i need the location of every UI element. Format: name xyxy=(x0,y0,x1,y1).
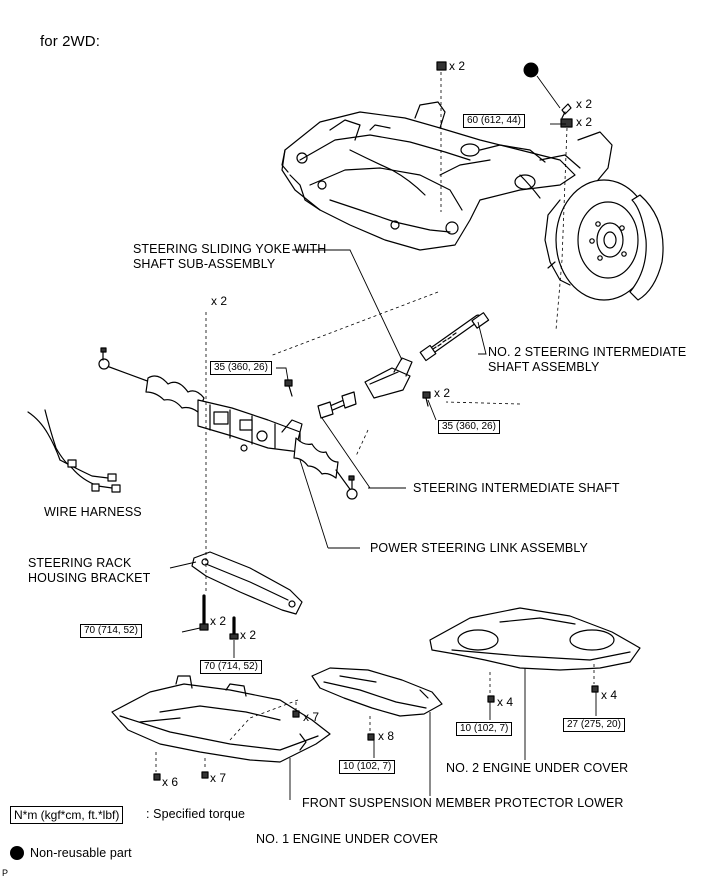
rack-housing-bracket-part xyxy=(191,551,303,615)
power-steering-link-part xyxy=(98,347,358,500)
bolt-35b xyxy=(422,391,431,407)
qty-cover2-bolts-a: x 4 xyxy=(497,695,514,709)
qty-castle-nut: x 2 xyxy=(576,115,593,129)
wire-harness-part xyxy=(27,409,121,493)
qty-top-nut: x 2 xyxy=(449,59,466,73)
assembly-dashed-lines xyxy=(155,72,595,772)
torque-box-10b: 10 (102, 7) xyxy=(339,760,396,774)
qty-rack-nut: x 2 xyxy=(211,294,228,308)
footer-code: P xyxy=(2,868,9,878)
legend-torque-box: N*m (kgf*cm, ft.*lbf) xyxy=(10,806,124,824)
legend-torque-text: : Specified torque xyxy=(146,807,246,821)
torque-box-35b: 35 (360, 26) xyxy=(438,420,500,434)
label-rack-bracket-line2: HOUSING BRACKET xyxy=(28,571,151,585)
bolt-35a xyxy=(284,379,293,397)
label-no2-intermediate-line1: NO. 2 STEERING INTERMEDIATE xyxy=(488,345,687,359)
wheel-hub-assembly xyxy=(544,131,664,301)
legend-non-reusable-text: Non-reusable part xyxy=(30,846,132,860)
variant-heading: for 2WD: xyxy=(40,33,100,50)
torque-box-70a: 70 (714, 52) xyxy=(80,624,142,638)
torque-box-70b: 70 (714, 52) xyxy=(200,660,262,674)
cotter-pin xyxy=(561,103,572,119)
non-reusable-marker-icon xyxy=(523,62,539,78)
sliding-yoke-part xyxy=(364,357,413,399)
label-sliding-yoke-line2: SHAFT SUB-ASSEMBLY xyxy=(133,257,276,271)
qty-bolt-70b: x 2 xyxy=(240,628,257,642)
qty-protector-bolts: x 8 xyxy=(378,729,395,743)
no1-engine-under-cover-part xyxy=(111,675,331,763)
label-rack-bracket-line1: STEERING RACK xyxy=(28,556,132,570)
label-sliding-yoke-line1: STEERING SLIDING YOKE WITH xyxy=(133,242,327,256)
front-suspension-crossmember xyxy=(281,101,581,251)
protector-lower-part xyxy=(311,667,443,717)
qty-cotter-pin: x 2 xyxy=(576,97,593,111)
qty-bolt-70a: x 2 xyxy=(210,614,227,628)
bolt-70b xyxy=(229,616,239,640)
label-wire-harness: WIRE HARNESS xyxy=(44,505,142,519)
intermediate-shaft-part xyxy=(317,391,357,419)
legend-non-reusable-icon xyxy=(10,846,24,860)
top-nut-x2 xyxy=(436,61,447,71)
label-no1-engine-under-cover: NO. 1 ENGINE UNDER COVER xyxy=(256,832,439,846)
no2-engine-under-cover-part xyxy=(429,607,641,671)
label-no2-intermediate-line2: SHAFT ASSEMBLY xyxy=(488,360,600,374)
torque-box-60: 60 (612, 44) xyxy=(463,114,525,128)
qty-cover1-bolts-7a: x 7 xyxy=(303,710,320,724)
torque-box-35a: 35 (360, 26) xyxy=(210,361,272,375)
label-no2-engine-under-cover: NO. 2 ENGINE UNDER COVER xyxy=(446,761,629,775)
label-power-steering-link: POWER STEERING LINK ASSEMBLY xyxy=(370,541,588,555)
cover-bolts xyxy=(153,685,599,781)
no2-intermediate-shaft-part xyxy=(419,312,490,362)
qty-cover1-bolts-6: x 6 xyxy=(162,775,179,789)
qty-cover1-bolts-7b: x 7 xyxy=(210,771,227,785)
castle-nut-60 xyxy=(560,118,573,128)
label-intermediate-shaft: STEERING INTERMEDIATE SHAFT xyxy=(413,481,620,495)
torque-box-10a: 10 (102, 7) xyxy=(456,722,513,736)
bolt-70a xyxy=(199,594,209,631)
leader-lines xyxy=(169,123,597,800)
qty-bolt-35b: x 2 xyxy=(434,386,451,400)
torque-box-27: 27 (275, 20) xyxy=(563,718,625,732)
label-protector-lower: FRONT SUSPENSION MEMBER PROTECTOR LOWER xyxy=(302,796,624,810)
qty-cover2-bolts-b: x 4 xyxy=(601,688,618,702)
